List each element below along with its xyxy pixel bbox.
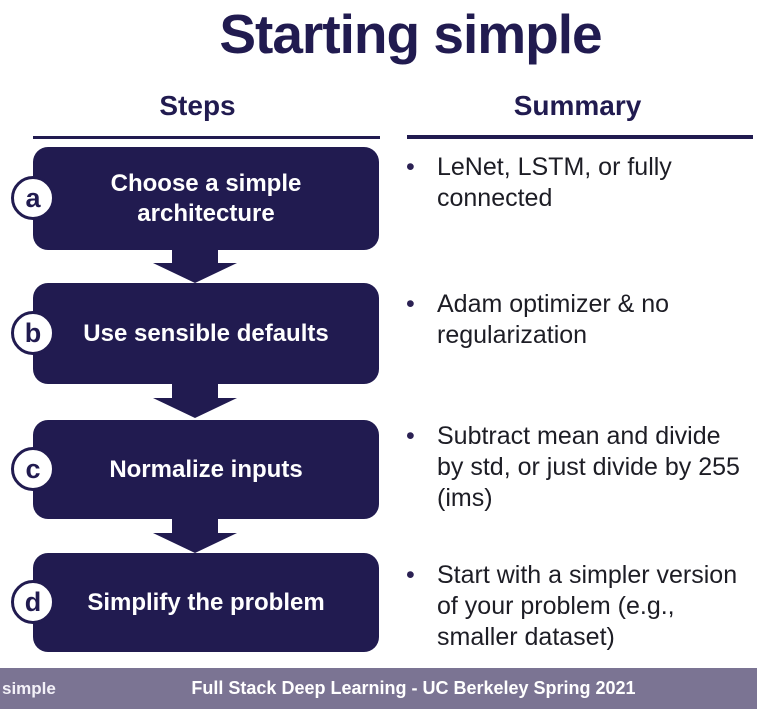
summary-text: Adam optimizer & no regularization	[437, 290, 670, 349]
bullet-icon: •	[406, 153, 415, 181]
steps-column-header: Steps	[159, 90, 236, 121]
step-box-c: Normalize inputs	[33, 420, 379, 519]
step-box-d: Simplify the problem	[33, 553, 379, 652]
step-label-b: Use sensible defaults	[83, 319, 329, 347]
step-label-c: Normalize inputs	[109, 455, 303, 483]
footer-logo-text: simple	[2, 679, 56, 698]
summary-text: Subtract mean and divide by std, or just…	[437, 422, 740, 512]
summary-bullet-item: • Adam optimizer & no regularization	[406, 289, 754, 351]
down-arrow-icon	[153, 249, 237, 283]
summary-bullet-item: • LeNet, LSTM, or fully connected	[406, 152, 754, 214]
step-box-a: Choose a simple architecture	[33, 147, 379, 250]
footer-bar: simple Full Stack Deep Learning - UC Ber…	[0, 668, 757, 709]
footer-course-label: Full Stack Deep Learning - UC Berkeley S…	[191, 678, 636, 698]
steps-header-rule	[33, 136, 380, 139]
summary-column-header: Summary	[513, 90, 642, 121]
bullet-icon: •	[406, 290, 415, 318]
step-label-a: Choose a simple architecture	[110, 169, 302, 227]
bullet-icon: •	[406, 422, 415, 450]
step-badge-c: c	[11, 447, 55, 491]
down-arrow-icon	[153, 384, 237, 418]
summary-bullet-item: • Subtract mean and divide by std, or ju…	[406, 421, 754, 514]
down-arrow-icon	[153, 519, 237, 553]
step-badge-a: a	[11, 176, 55, 220]
summary-bullet-item: • Start with a simpler version of your p…	[406, 560, 754, 653]
step-box-b: Use sensible defaults	[33, 283, 379, 384]
step-badge-d: d	[11, 580, 55, 624]
summary-text: LeNet, LSTM, or fully connected	[437, 153, 672, 212]
summary-text: Start with a simpler version of your pro…	[437, 561, 738, 651]
slide-title: Starting simple	[219, 3, 602, 65]
bullet-icon: •	[406, 561, 415, 589]
summary-header-rule	[407, 135, 753, 139]
step-badge-b: b	[11, 311, 55, 355]
step-label-d: Simplify the problem	[87, 588, 325, 616]
